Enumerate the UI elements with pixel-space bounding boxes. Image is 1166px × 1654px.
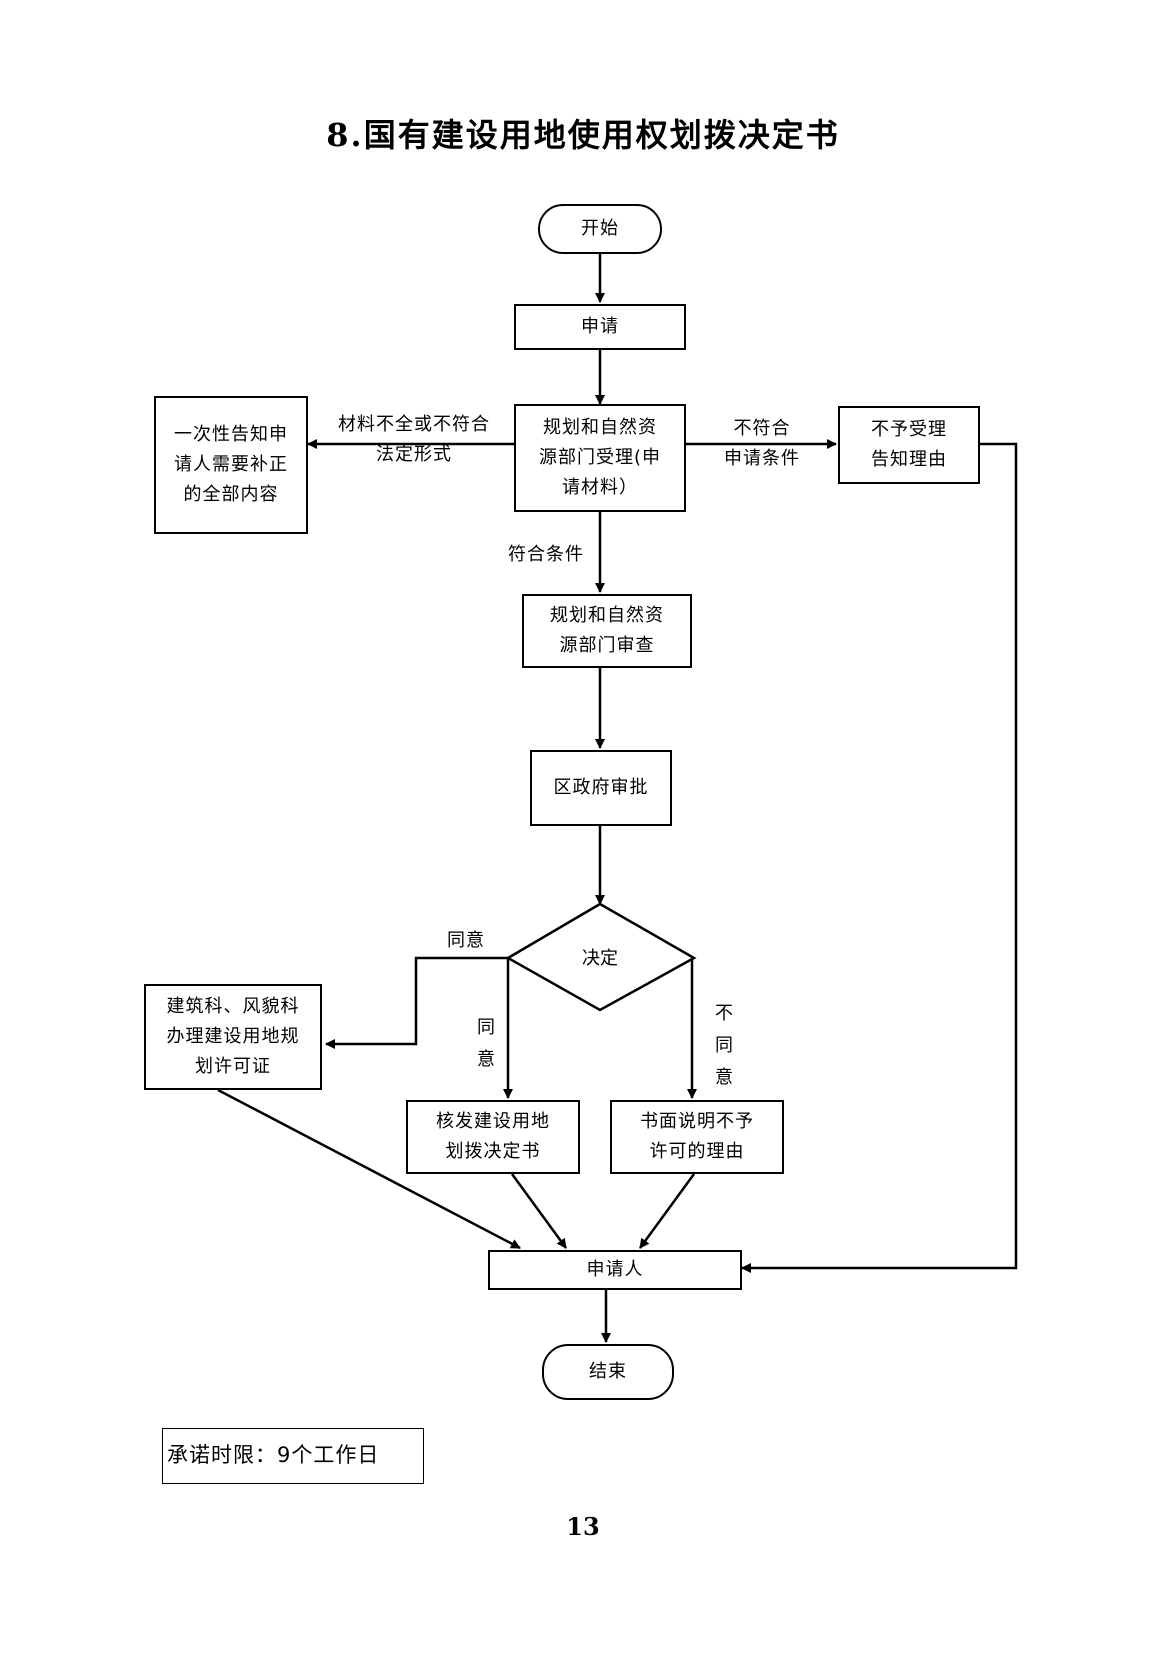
district-approval-node: 区政府审批 [530, 750, 672, 826]
start-node: 开始 [538, 204, 662, 254]
label-agree-left: 同意 [447, 930, 485, 951]
notify-supplement-node: 一次性告知申 请人需要补正 的全部内容 [154, 396, 308, 534]
label-not-qualified: 不符合 申请条件 [724, 418, 800, 469]
label-disagree-down: 不同意 [715, 1003, 733, 1088]
edge-issue-applicant [510, 1173, 568, 1249]
edge-decision-permit [325, 956, 508, 1049]
written-explanation-node: 书面说明不予 许可的理由 [610, 1100, 784, 1174]
page-title: 8.国有建设用地使用权划拨决定书 [326, 116, 840, 154]
edge-reject-applicant [741, 442, 1018, 1273]
page-number: 13 [566, 1512, 600, 1541]
end-node: 结束 [542, 1344, 674, 1400]
decision-label: 决定 [582, 948, 618, 969]
decision-diamond [505, 902, 697, 1012]
label-agree-down: 同意 [477, 1017, 495, 1070]
reject-notice-node: 不予受理 告知理由 [838, 406, 980, 484]
edge-permit-applicant [217, 1088, 521, 1250]
review-node: 规划和自然资 源部门审查 [522, 594, 692, 668]
apply-node: 申请 [514, 304, 686, 350]
permit-office-node: 建筑科、风貌科 办理建设用地规 划许可证 [144, 984, 322, 1090]
deadline-box: 承诺时限：9个工作日 [162, 1428, 424, 1484]
label-incomplete: 材料不全或不符合 法定形式 [338, 414, 490, 465]
accept-node: 规划和自然资 源部门受理(申 请材料） [514, 404, 686, 512]
label-qualified: 符合条件 [508, 544, 584, 565]
issue-decision-node: 核发建设用地 划拨决定书 [406, 1100, 580, 1174]
applicant-node: 申请人 [488, 1250, 742, 1290]
edge-written-applicant [638, 1173, 696, 1249]
